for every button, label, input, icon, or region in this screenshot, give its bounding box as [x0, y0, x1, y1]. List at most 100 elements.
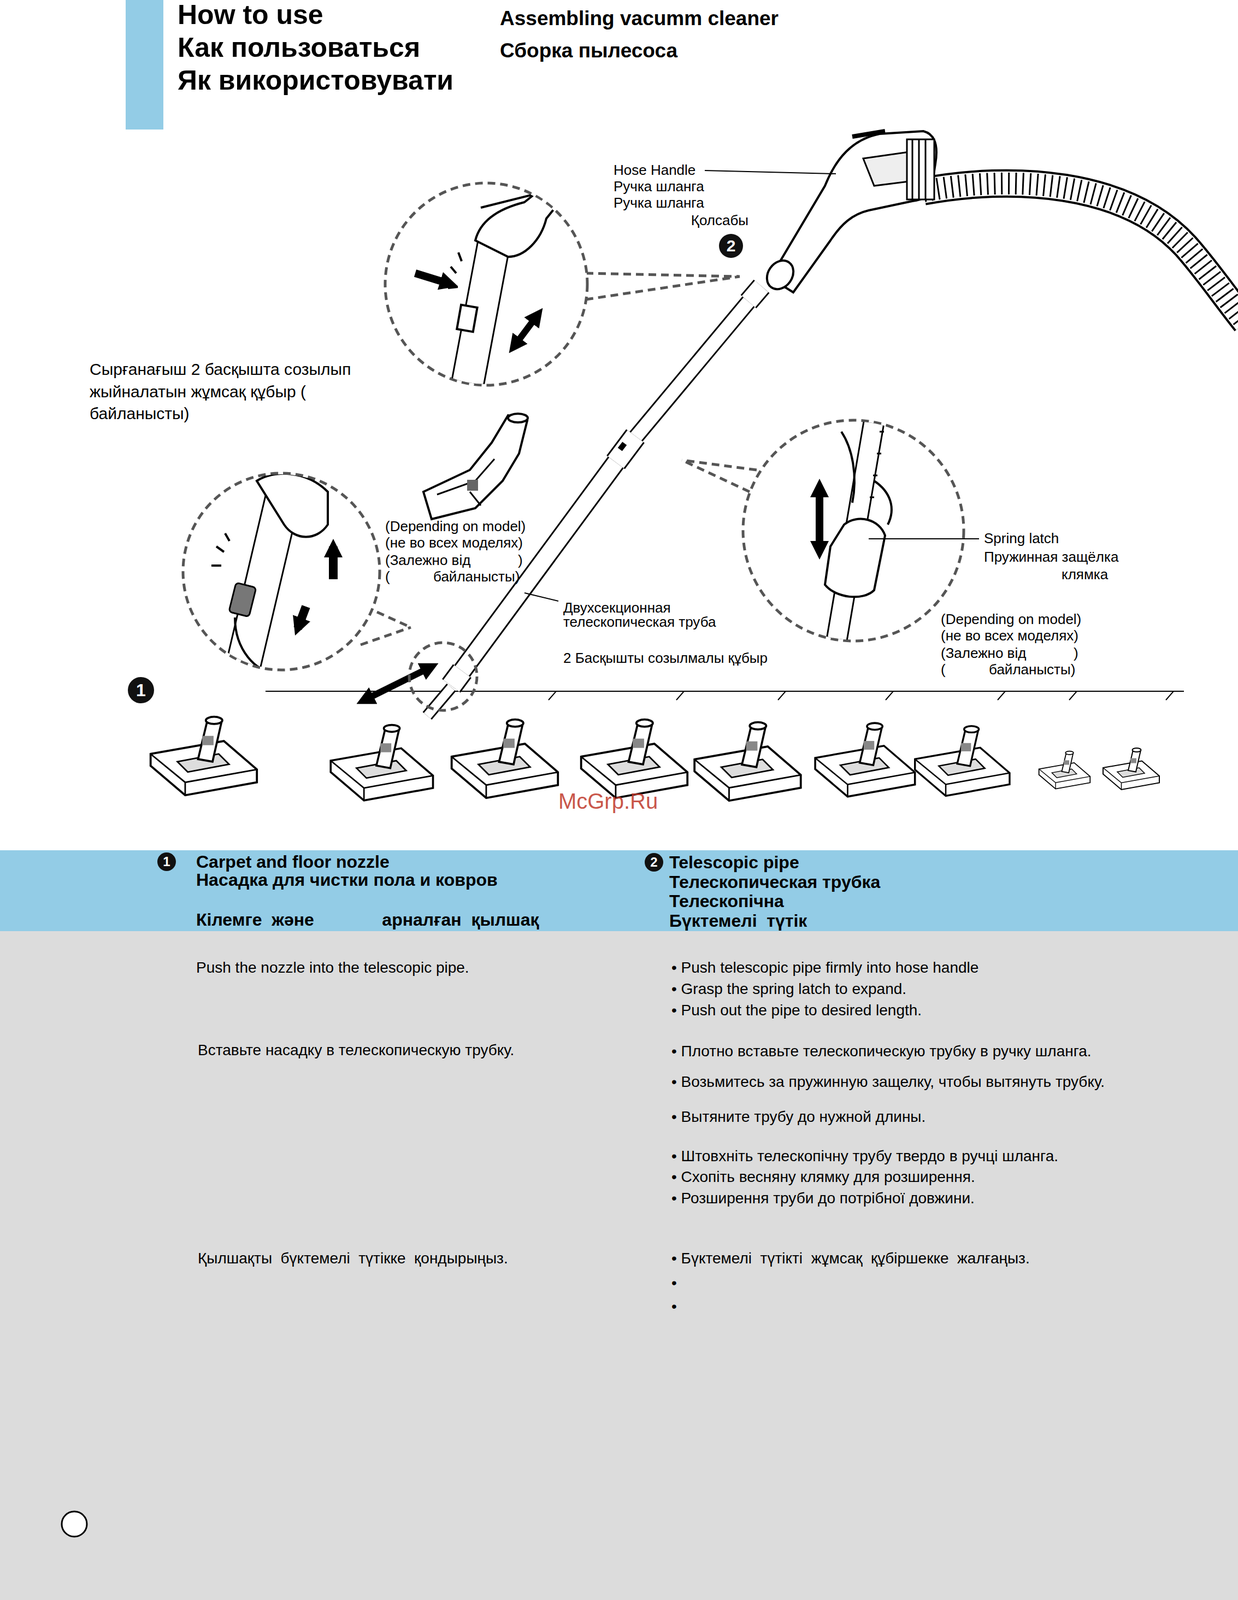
detail-circle-left	[256, 473, 328, 538]
accessory-tool	[423, 415, 528, 520]
background	[125, 0, 164, 130]
hose	[923, 183, 1238, 323]
detail-circle-left	[211, 533, 230, 566]
detail-circle-top	[475, 180, 569, 257]
nozzles	[581, 719, 688, 799]
instruction: • Возьмитесь за пружинную защелку, чтобы…	[671, 1070, 1142, 1093]
detail-circle-top	[513, 314, 539, 347]
instruction: • Плотно вставьте телескопическую трубку…	[671, 1040, 1092, 1062]
accessory-tool	[467, 479, 479, 491]
model-note: (Залежно від )	[940, 643, 1079, 663]
heading-text: Кілемге және арналған қылшақ	[196, 909, 540, 930]
instruction: Вставьте насадку в телескопическую трубк…	[197, 1039, 515, 1061]
heading-text: Telescopic pipe	[669, 852, 800, 873]
part-name: Ручка шланга	[613, 193, 705, 213]
detail-circle-right	[841, 431, 855, 503]
detail-circle-left	[234, 617, 274, 672]
telescopic-pipe	[625, 293, 756, 450]
nozzles	[409, 642, 477, 711]
telescopic-pipe	[748, 286, 762, 302]
nozzles	[915, 726, 1010, 797]
hose-handle	[761, 255, 799, 294]
callout-wedges	[681, 460, 757, 492]
heading-text: Бүктемелі түтік	[669, 910, 807, 931]
accessory-tool	[437, 458, 495, 506]
model-note: (не во всех моделях)	[385, 533, 523, 553]
telescopic-pipe	[617, 441, 627, 451]
model-note: (Depending on model)	[385, 516, 526, 536]
telescopic-pipe	[615, 435, 636, 463]
nozzles	[330, 724, 433, 801]
hose-handle	[771, 131, 937, 293]
callout-number: 1	[157, 852, 176, 871]
telescopic-pipe	[451, 670, 463, 686]
nozzles	[363, 666, 432, 701]
detail-circle-right	[824, 420, 892, 645]
hose	[923, 183, 1238, 323]
heading-text: Carpet and floor nozzle	[196, 851, 390, 872]
model-note: (Depending on model)	[940, 609, 1082, 629]
hose-handle	[761, 131, 937, 295]
instruction: • Grasp the spring latch to expand.	[671, 978, 907, 1000]
callout-wedges	[585, 273, 740, 300]
hose	[923, 183, 1238, 323]
section-title: Assembling vacumm cleaner	[499, 4, 779, 33]
page-title: Як використовувати	[177, 62, 454, 100]
model-note: ( байланысты)	[940, 659, 1076, 680]
hose-handle	[852, 131, 886, 137]
telescopic-pipe	[615, 435, 636, 463]
part-name: Ручка шланга	[613, 177, 705, 197]
part-name: клямка	[1061, 564, 1108, 585]
detail-circle-right	[743, 420, 964, 641]
detail-circle-top	[415, 273, 451, 285]
nozzles	[427, 687, 452, 716]
detail-circle-left	[297, 606, 306, 629]
instruction: • Штовхніть телескопічну трубу твердо в …	[671, 1145, 1059, 1167]
instruction: Қылшақты бүктемелі түтікке қондырыңыз.	[197, 1247, 509, 1269]
part-name: 2 Басқышты созылмалы құбыр	[563, 648, 768, 668]
detail-circle-right	[743, 420, 980, 645]
background	[0, 850, 1238, 931]
part-name: Двухсекционная телескопическая труба	[563, 600, 750, 629]
section-title: Сборка пылесоса	[499, 37, 678, 65]
detail-circle-right	[815, 486, 824, 552]
part-note: Сырғанағыш 2 басқышта созылып жыйналатын…	[89, 358, 396, 426]
detail-circle-top	[456, 304, 477, 333]
instruction: • Схопіть весняну клямку для розширення.	[671, 1166, 976, 1188]
instruction: Push the nozzle into the telescopic pipe…	[196, 957, 470, 978]
detail-circle-right	[824, 519, 886, 598]
detail-circle-left	[228, 473, 328, 678]
detail-circle-right	[874, 480, 892, 525]
detail-circle-left	[228, 582, 257, 617]
floor-line	[265, 691, 1184, 700]
watermark: McGrp.Ru	[558, 786, 658, 816]
part-name: Spring latch	[983, 528, 1059, 548]
nozzles	[1039, 751, 1091, 789]
instruction: •	[671, 1272, 677, 1294]
instruction: •	[671, 1295, 677, 1317]
detail-circle-left	[183, 473, 380, 678]
nozzles	[1103, 747, 1160, 790]
nozzles	[815, 722, 916, 797]
model-note: ( байланысты)	[385, 567, 520, 587]
detail-circle-top	[385, 180, 591, 416]
heading-text: Насадка для чистки пола и ковров	[196, 869, 498, 890]
detail-circle-top	[456, 180, 591, 416]
accessory-tool	[423, 413, 528, 520]
callout-number: 1	[127, 676, 155, 704]
background	[0, 930, 1238, 1600]
telescopic-pipe	[748, 286, 762, 302]
model-note: (Залежно від )	[385, 550, 523, 570]
telescopic-pipe	[451, 670, 463, 686]
telescopic-pipe	[524, 592, 559, 601]
heading-text: Телескопічна	[669, 891, 784, 912]
page-title: How to use	[177, 0, 324, 34]
nozzles	[150, 716, 258, 796]
callout-number: 2	[644, 852, 664, 872]
instruction: • Вытяните трубу до нужной длины.	[671, 1106, 926, 1128]
callout-number: 2	[718, 233, 744, 258]
instruction: • Push telescopic pipe firmly into hose …	[671, 957, 979, 978]
model-note: (не во всех моделях)	[940, 626, 1079, 646]
